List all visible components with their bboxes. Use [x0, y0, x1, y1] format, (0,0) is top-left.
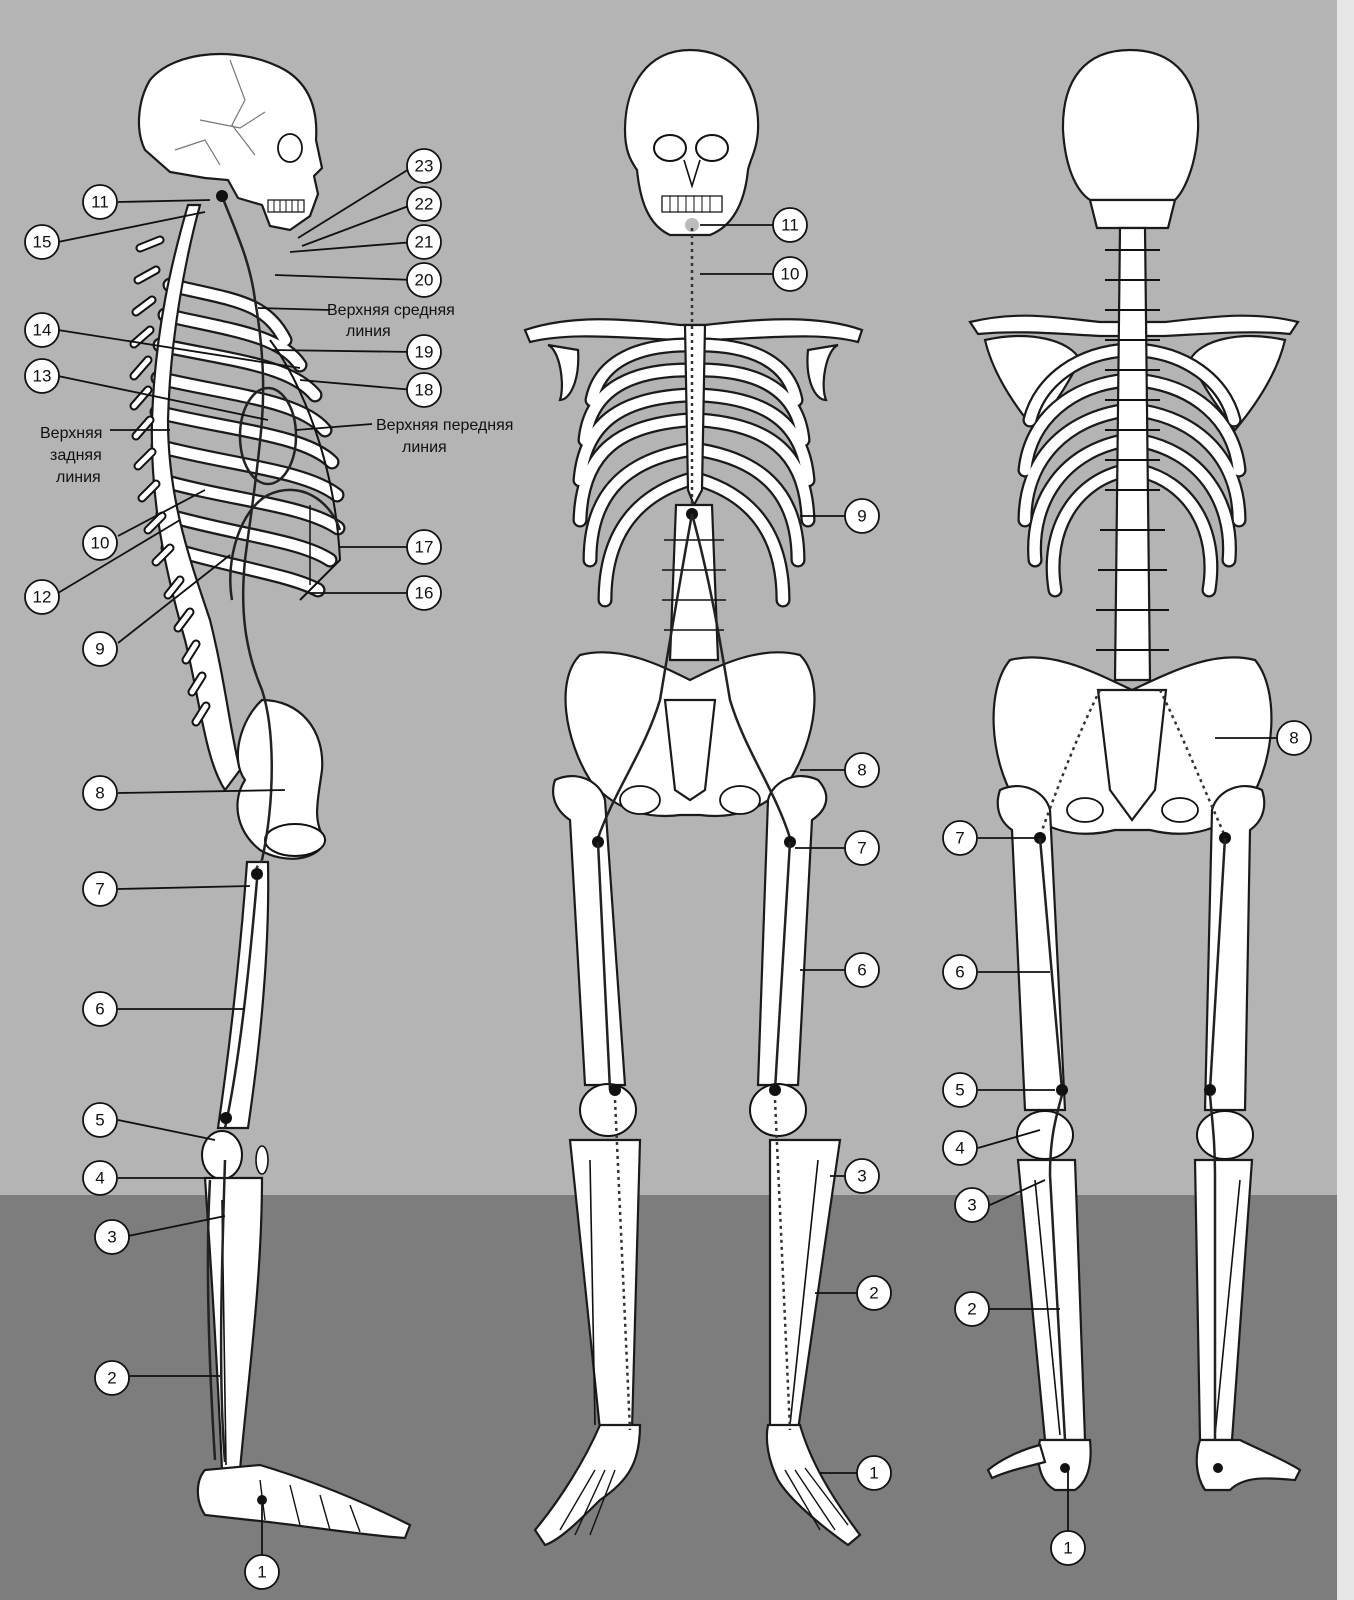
- callout-side-17: 17: [407, 530, 441, 564]
- callout-front-3: 3: [845, 1159, 879, 1193]
- callout-side-23: 23: [407, 149, 441, 183]
- svg-text:8: 8: [95, 784, 104, 803]
- svg-text:1: 1: [1063, 1539, 1072, 1558]
- callout-side-6: 6: [83, 992, 117, 1026]
- svg-text:15: 15: [33, 233, 52, 252]
- svg-text:7: 7: [95, 880, 104, 899]
- callout-back-7: 7: [943, 821, 977, 855]
- svg-text:2: 2: [967, 1300, 976, 1319]
- callout-side-12: 12: [25, 580, 59, 614]
- callout-front-7: 7: [845, 831, 879, 865]
- callout-side-1: 1: [245, 1555, 279, 1589]
- svg-text:11: 11: [91, 193, 109, 212]
- callout-back-3: 3: [955, 1188, 989, 1222]
- callout-front-2: 2: [857, 1276, 891, 1310]
- label-upper-anterior-line-2: линия: [402, 439, 447, 456]
- callout-side-20: 20: [407, 263, 441, 297]
- svg-text:17: 17: [415, 538, 434, 557]
- front-view-skeleton: [525, 50, 862, 1545]
- callout-side-18: 18: [407, 373, 441, 407]
- svg-text:8: 8: [1289, 729, 1298, 748]
- callout-side-3: 3: [95, 1220, 129, 1254]
- side-foot: [198, 1465, 410, 1538]
- svg-text:5: 5: [955, 1081, 964, 1100]
- label-upper-posterior-line-1: Верхняя: [40, 425, 102, 442]
- callout-back-5: 5: [943, 1073, 977, 1107]
- label-upper-posterior-line-3: линия: [56, 469, 101, 486]
- callout-side-11: 11: [83, 185, 117, 219]
- callout-back-6: 6: [943, 955, 977, 989]
- callout-front-1: 1: [857, 1456, 891, 1490]
- callout-side-8: 8: [83, 776, 117, 810]
- callout-side-19: 19: [407, 335, 441, 369]
- callout-side-15: 15: [25, 225, 59, 259]
- callout-front-6: 6: [845, 953, 879, 987]
- callout-side-13: 13: [25, 359, 59, 393]
- callout-front-8: 8: [845, 753, 879, 787]
- svg-text:3: 3: [857, 1167, 866, 1186]
- svg-text:13: 13: [33, 367, 52, 386]
- side-femur: [218, 862, 268, 1128]
- svg-text:21: 21: [415, 233, 434, 252]
- svg-text:3: 3: [107, 1228, 116, 1247]
- svg-text:9: 9: [857, 507, 866, 526]
- callout-side-14: 14: [25, 313, 59, 347]
- callout-side-2: 2: [95, 1361, 129, 1395]
- svg-text:10: 10: [781, 265, 800, 284]
- callout-side-21: 21: [407, 225, 441, 259]
- svg-text:4: 4: [95, 1169, 104, 1188]
- callout-back-1: 1: [1051, 1531, 1085, 1565]
- callout-side-5: 5: [83, 1103, 117, 1137]
- svg-text:16: 16: [415, 584, 434, 603]
- callout-back-4: 4: [943, 1131, 977, 1165]
- svg-text:2: 2: [107, 1369, 116, 1388]
- svg-text:1: 1: [869, 1464, 878, 1483]
- svg-text:9: 9: [95, 640, 104, 659]
- back-skull: [1063, 50, 1198, 200]
- callout-front-11: 11: [773, 208, 807, 242]
- svg-text:4: 4: [955, 1139, 964, 1158]
- callout-side-4: 4: [83, 1161, 117, 1195]
- callout-side-16: 16: [407, 576, 441, 610]
- svg-text:23: 23: [415, 157, 434, 176]
- svg-text:7: 7: [955, 829, 964, 848]
- svg-text:19: 19: [415, 343, 434, 362]
- svg-text:14: 14: [33, 321, 52, 340]
- svg-text:11: 11: [781, 216, 799, 235]
- callout-back-8: 8: [1277, 721, 1311, 755]
- svg-text:8: 8: [857, 761, 866, 780]
- svg-text:5: 5: [95, 1111, 104, 1130]
- svg-text:22: 22: [415, 195, 434, 214]
- svg-text:20: 20: [415, 271, 434, 290]
- svg-text:12: 12: [33, 588, 52, 607]
- callout-side-22: 22: [407, 187, 441, 221]
- label-upper-middle-line-2: линия: [346, 323, 391, 340]
- svg-text:1: 1: [257, 1563, 266, 1582]
- callout-side-9: 9: [83, 632, 117, 666]
- svg-text:7: 7: [857, 839, 866, 858]
- callout-side-10: 10: [83, 526, 117, 560]
- svg-text:6: 6: [857, 961, 866, 980]
- callout-front-9: 9: [845, 499, 879, 533]
- label-upper-anterior-line-1: Верхняя передняя: [376, 417, 513, 434]
- svg-text:3: 3: [967, 1196, 976, 1215]
- svg-text:6: 6: [955, 963, 964, 982]
- svg-text:2: 2: [869, 1284, 878, 1303]
- svg-text:10: 10: [91, 534, 110, 553]
- back-view-skeleton: [970, 50, 1300, 1531]
- svg-text:18: 18: [415, 381, 434, 400]
- callout-front-10: 10: [773, 257, 807, 291]
- callout-back-2: 2: [955, 1292, 989, 1326]
- label-upper-posterior-line-2: задняя: [50, 447, 102, 464]
- label-upper-middle-line-1: Верхняя средняя: [327, 302, 455, 319]
- callout-side-7: 7: [83, 872, 117, 906]
- svg-text:6: 6: [95, 1000, 104, 1019]
